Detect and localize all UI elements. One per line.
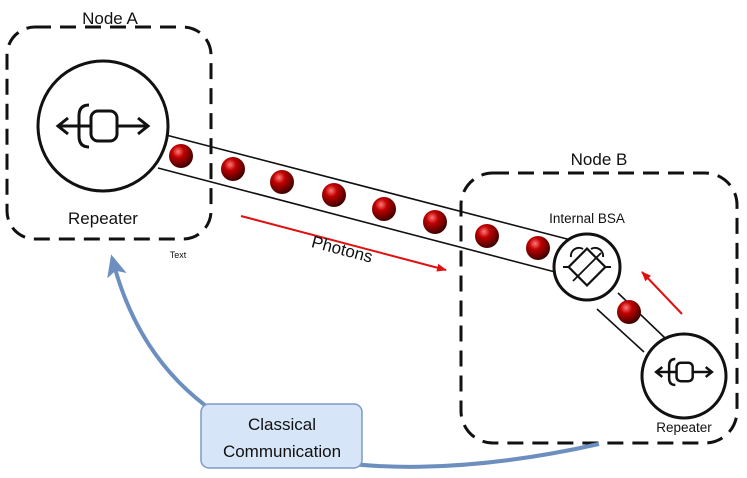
node-b-boundary (459, 171, 739, 445)
classical-communication-box (200, 403, 363, 469)
node-a-title: Node A (82, 9, 138, 28)
photon (221, 157, 245, 181)
node-b-title: Node B (571, 150, 628, 169)
photon (423, 210, 447, 234)
node-a-boundary (5, 25, 213, 241)
photon (270, 170, 294, 194)
photon (475, 224, 499, 248)
photons-label: Photons (310, 232, 375, 266)
beam-splitter-icon (563, 246, 611, 287)
repeater-icon (654, 357, 714, 387)
photon-channel (157, 134, 572, 274)
node-a-repeater-label: Repeater (68, 209, 138, 228)
classical-box-line1: Classical (248, 415, 316, 434)
node-a-small-text: Text (170, 250, 187, 260)
photon (617, 300, 641, 324)
photon (169, 144, 193, 168)
repeater-icon (55, 103, 151, 149)
photon-stream (169, 144, 641, 324)
photon (526, 236, 550, 260)
node-b-repeater-label: Repeater (656, 420, 712, 435)
photon-direction-arrow-b (641, 271, 683, 315)
photon (372, 197, 396, 221)
classical-box-line2: Communication (223, 442, 341, 461)
photon (322, 183, 346, 207)
bsa-label: Internal BSA (549, 211, 625, 226)
photon-direction-arrow (240, 215, 447, 272)
